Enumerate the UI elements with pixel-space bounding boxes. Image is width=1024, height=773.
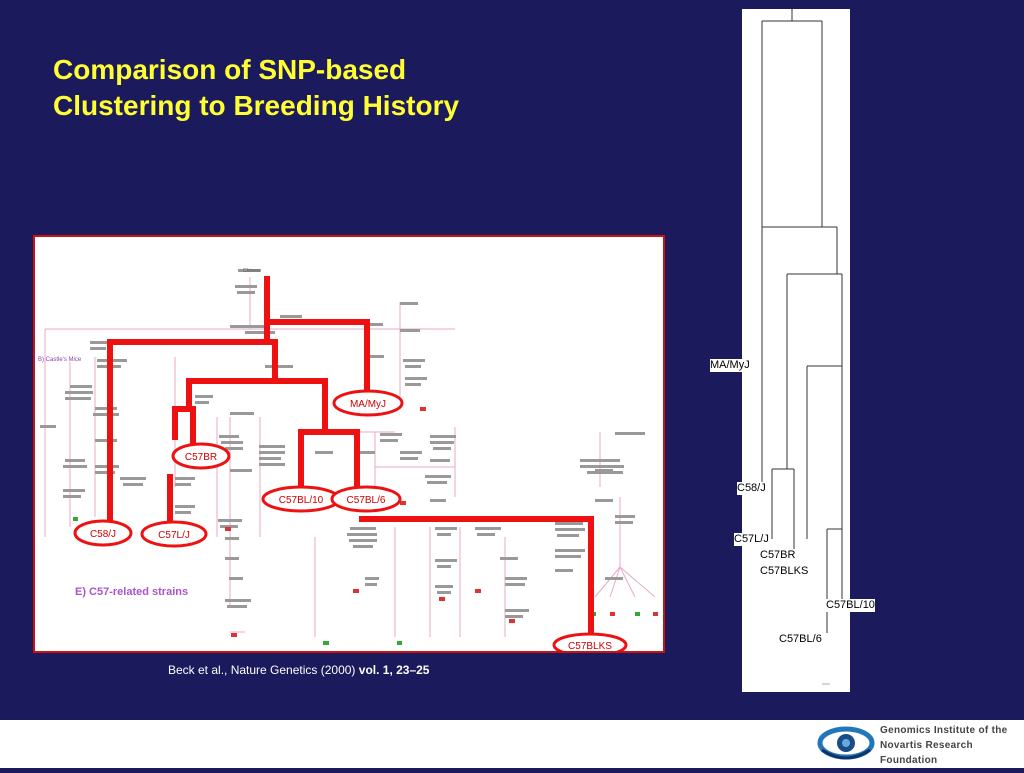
logo-text-line-1: Genomics Institute of the (880, 725, 1008, 736)
caption-volume: vol. 1, 23–25 (358, 663, 430, 677)
oval-label-ma-myj: MA/MyJ (350, 399, 386, 410)
oval-label-c57br: C57BR (185, 452, 217, 463)
gnf-logo (816, 718, 1024, 768)
section-b-label: B) Castle's Mice (38, 357, 82, 363)
logo-text-line-3: Foundation (880, 755, 938, 766)
oval-label-c57blks: C57BLKS (568, 641, 612, 651)
highlighted-lineage (107, 276, 594, 635)
figure-caption: Beck et al., Nature Genetics (2000) vol.… (168, 663, 429, 677)
genealogy-lines (44, 277, 656, 637)
strain-oval-labels: MA/MyJ C57BR C57BL/10 C57BL/6 C58/J C57L… (90, 399, 612, 651)
oval-label-c58j: C58/J (90, 529, 116, 540)
dendro-label-c57lj: C57L/J (734, 533, 769, 546)
strain-markers (73, 407, 658, 645)
caption-citation: Beck et al., Nature Genetics (2000) (168, 663, 359, 677)
dendro-label-c57bl6: C57BL/6 (779, 633, 822, 646)
dendro-label-c57bl10: C57BL/10 (826, 599, 875, 612)
eye-logo-icon (817, 726, 875, 760)
logo-text-line-2: Novartis Research (880, 740, 973, 751)
dendrogram-tree (761, 9, 843, 685)
strain-oval-outlines (73, 389, 628, 651)
breeding-history-tree: MA/MyJ C57BR C57BL/10 C57BL/6 C58/J C57L… (38, 268, 658, 651)
slide-title-line-1: Comparison of SNP-based (53, 54, 407, 85)
top-label: Chinese (243, 268, 262, 274)
section-e-label: E) C57-related strains (75, 586, 188, 598)
dendro-label-ma-myj: MA/MyJ (710, 359, 750, 372)
slide-title: Comparison of SNP-based Clustering to Br… (53, 52, 459, 124)
snp-dendrogram: MA/MyJ C58/J C57L/J C57BR C57BLKS C57BL/… (710, 9, 875, 692)
oval-label-c57lj: C57L/J (158, 530, 190, 541)
dendro-label-c57blks: C57BLKS (760, 565, 809, 578)
figure-text-blocks (40, 269, 645, 618)
dendro-label-c57br: C57BR (760, 549, 796, 562)
figure-section-labels: Chinese B) Castle's Mice E) C57-related … (38, 268, 262, 598)
oval-label-c57bl10: C57BL/10 (279, 495, 324, 506)
slide-title-line-2: Clustering to Breeding History (53, 90, 460, 121)
dendro-label-c58j: C58/J (737, 482, 766, 495)
oval-label-c57bl6: C57BL/6 (347, 495, 386, 506)
breeding-history-figure: MA/MyJ C57BR C57BL/10 C57BL/6 C58/J C57L… (33, 235, 665, 653)
